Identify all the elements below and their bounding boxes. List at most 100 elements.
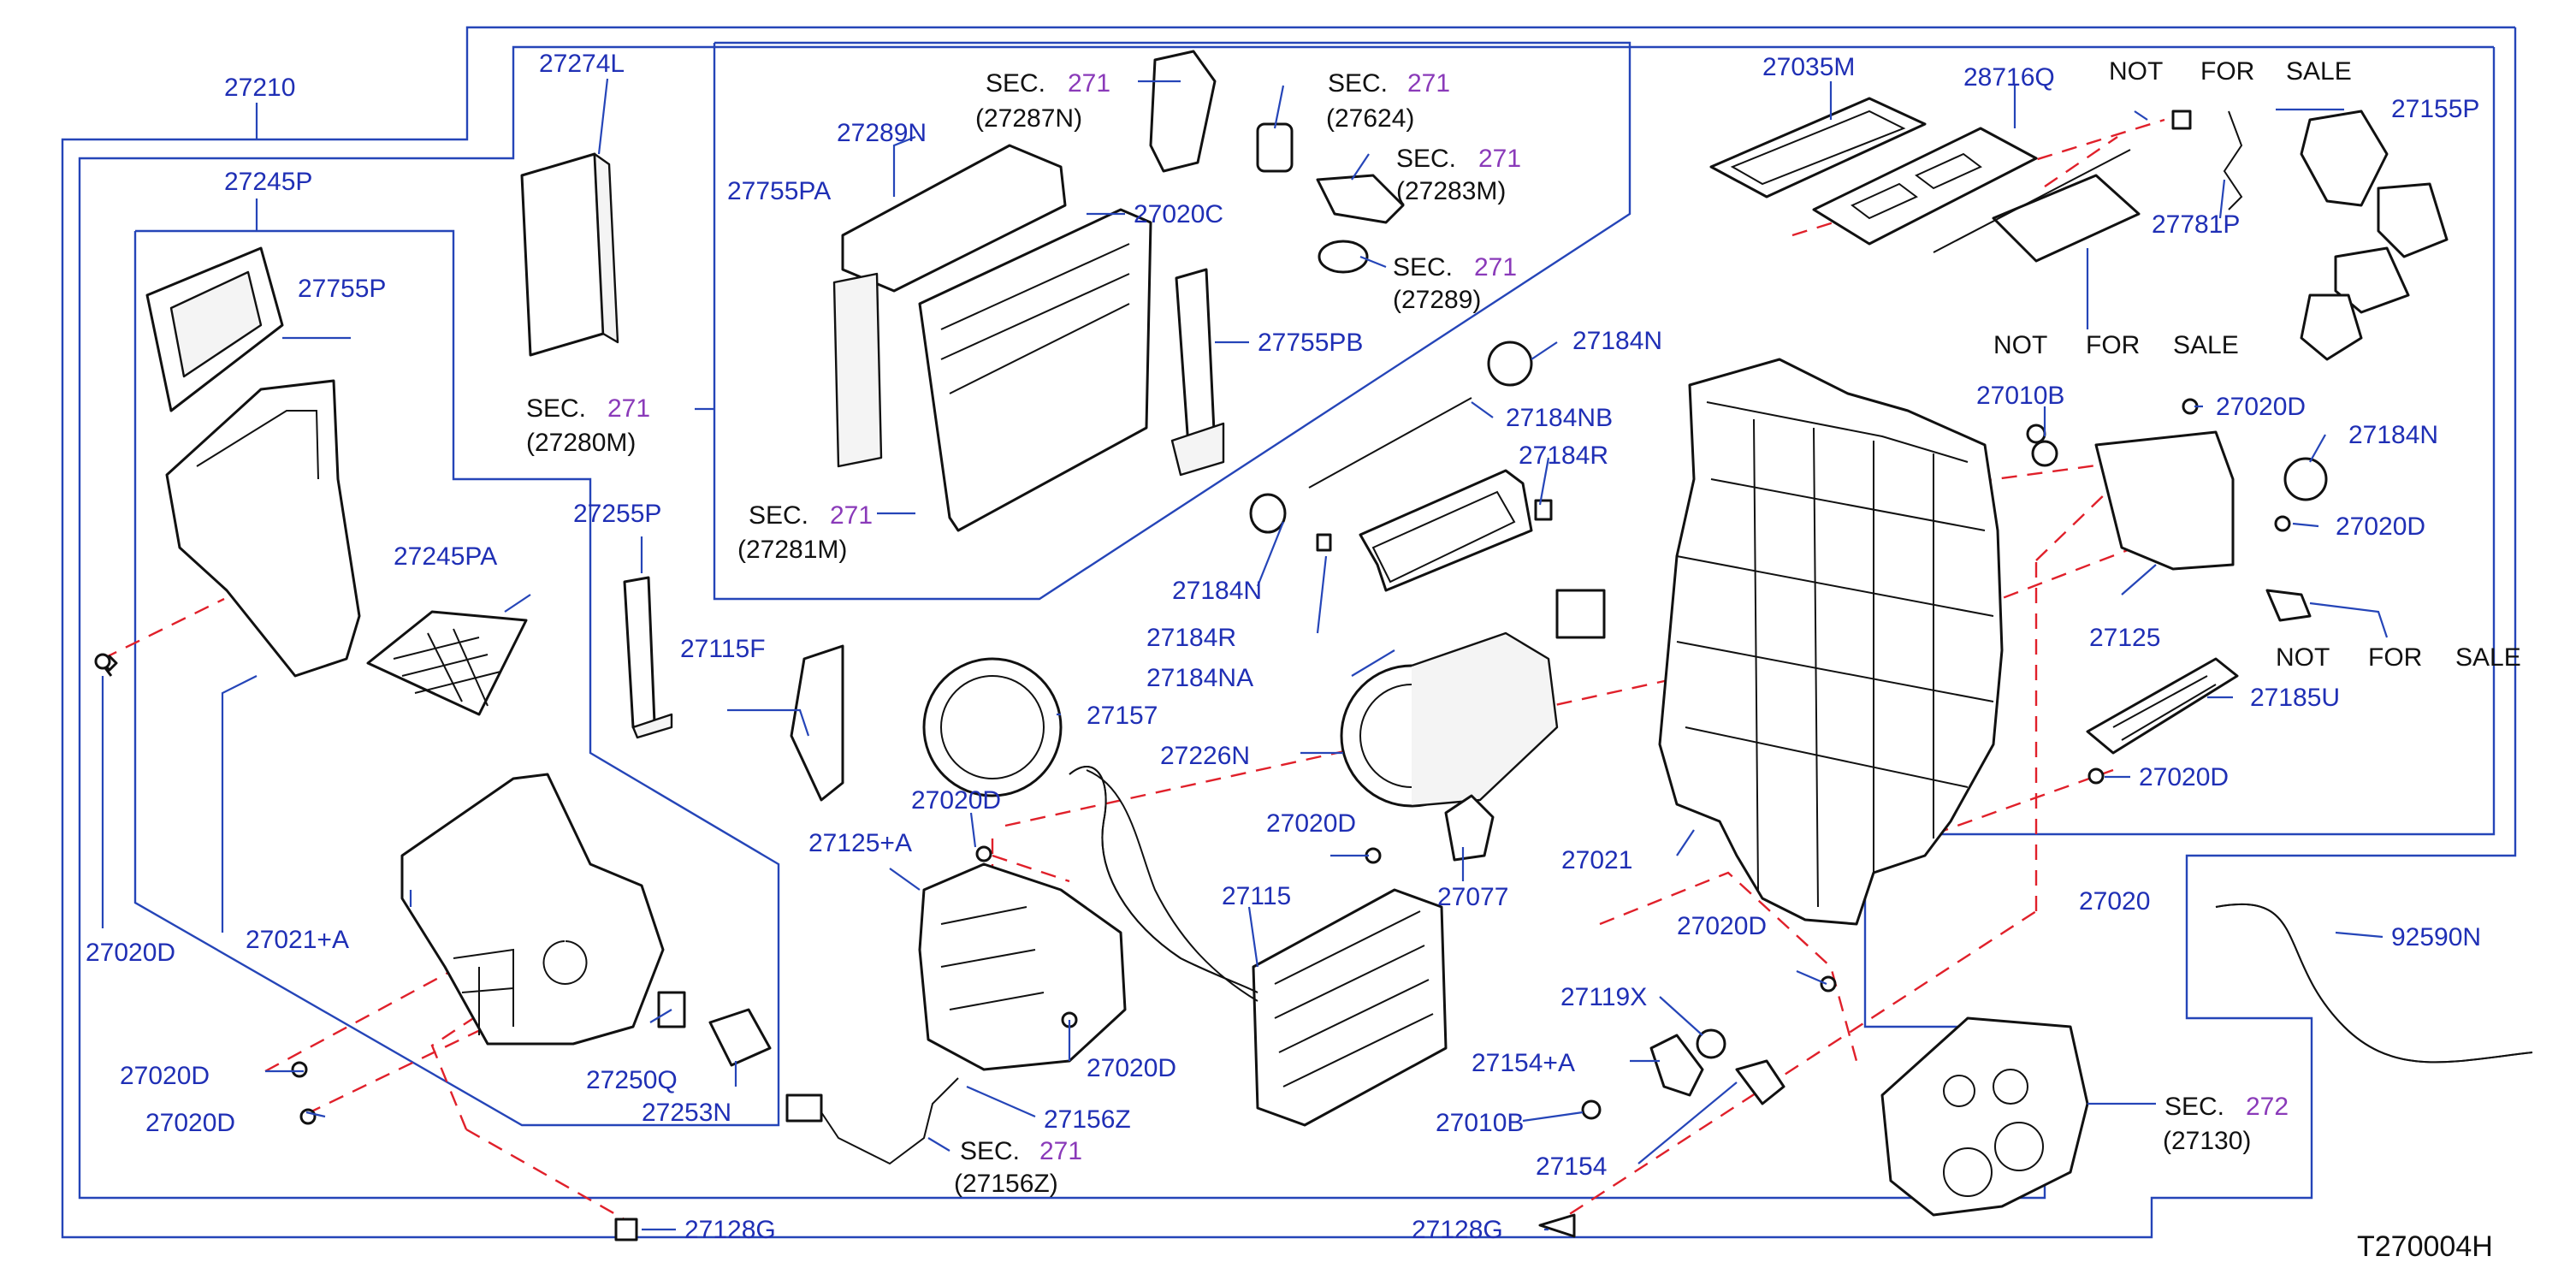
label-92590N: 92590N — [2391, 923, 2481, 951]
label-27154A: 27154+A — [1472, 1049, 1575, 1077]
label-27128G-left: 27128G — [684, 1216, 776, 1244]
nfs-right-word-2: FOR — [2368, 643, 2422, 672]
section-references: SEC. 271 (27287N) SEC. 271 (27624) SEC. … — [526, 69, 2289, 1198]
label-27020D-mid: 27020D — [911, 786, 1001, 815]
not-for-sale-top: NOT FOR SALE — [2109, 57, 2352, 86]
label-27020D-r3: 27020D — [2139, 763, 2229, 791]
sec-number: 271 — [1407, 69, 1450, 98]
label-27020D-mid2: 27020D — [1087, 1054, 1176, 1082]
sec-ref-27280M: SEC. 271 (27280M) — [526, 394, 650, 457]
label-27035M: 27035M — [1762, 53, 1855, 81]
label-27184NB: 27184NB — [1506, 404, 1613, 432]
sec-ref-27287N: SEC. 271 (27287N) — [975, 69, 1110, 133]
sec-label: SEC. — [1396, 145, 1456, 173]
label-27755P: 27755P — [298, 275, 386, 303]
part-illustrations — [94, 50, 2533, 1241]
sec-number: 272 — [2246, 1093, 2289, 1121]
label-27781P: 27781P — [2152, 210, 2240, 239]
label-27156Z: 27156Z — [1044, 1105, 1131, 1134]
label-27185U: 27185U — [2250, 684, 2340, 712]
sec-number: 271 — [1474, 253, 1517, 281]
sec-label: SEC. — [1393, 253, 1453, 281]
sec-ref-27130: SEC. 272 (27130) — [2163, 1093, 2289, 1155]
label-27020D-l1: 27020D — [120, 1062, 210, 1090]
nfs-mid-word-1: NOT — [1993, 331, 2047, 359]
label-27245PA: 27245PA — [394, 542, 497, 571]
not-for-sale-right: NOT FOR SALE — [2276, 643, 2521, 672]
label-27245P: 27245P — [224, 168, 312, 196]
label-27020D-left: 27020D — [86, 939, 175, 967]
sec-ref-27281M: SEC. 271 (27281M) — [737, 501, 873, 564]
label-27021A: 27021+A — [246, 926, 349, 954]
label-27755PB: 27755PB — [1258, 329, 1363, 357]
label-27289N: 27289N — [837, 119, 927, 147]
outer-boundary — [61, 26, 2517, 1239]
label-27154: 27154 — [1536, 1153, 1607, 1181]
part-labels: 27210 27274L 27245P 27755P 27245PA 27255… — [86, 50, 2481, 1244]
sec-ref-code: (27287N) — [975, 104, 1082, 133]
label-27128G-right: 27128G — [1412, 1216, 1503, 1244]
label-27184R-top: 27184R — [1519, 441, 1608, 470]
nfs-right-word-1: NOT — [2276, 643, 2330, 672]
sec-number: 271 — [607, 394, 650, 423]
sec-label: SEC. — [749, 501, 808, 530]
nfs-top-word-1: NOT — [2109, 57, 2163, 86]
label-27010B-low: 27010B — [1436, 1109, 1524, 1137]
label-27184N-right: 27184N — [2348, 421, 2438, 449]
label-27115: 27115 — [1222, 882, 1291, 910]
label-27155P: 27155P — [2391, 95, 2479, 123]
sec-label: SEC. — [526, 394, 586, 423]
nfs-mid-word-3: SALE — [2173, 331, 2239, 359]
diagram-code: T270004H — [2357, 1230, 2493, 1263]
label-27184N-top: 27184N — [1572, 327, 1662, 355]
sec-label: SEC. — [1328, 69, 1388, 98]
label-27125A: 27125+A — [808, 829, 912, 857]
label-27274L: 27274L — [539, 50, 625, 78]
label-27010B-top: 27010B — [1976, 382, 2064, 410]
label-28716Q: 28716Q — [1963, 63, 2055, 92]
sec-number: 271 — [1039, 1137, 1082, 1165]
label-27157: 27157 — [1087, 702, 1158, 730]
label-27255P: 27255P — [573, 500, 661, 528]
label-27210: 27210 — [224, 74, 295, 102]
not-for-sale-mid: NOT FOR SALE — [1993, 331, 2239, 359]
sec-ref-27156Z: SEC. 271 (27156Z) — [954, 1137, 1082, 1198]
sec-ref-code: (27281M) — [737, 536, 847, 564]
label-27020D-r1: 27020D — [2216, 393, 2306, 421]
label-27077: 27077 — [1437, 883, 1508, 911]
label-27021: 27021 — [1561, 846, 1632, 874]
sec-label: SEC. — [960, 1137, 1020, 1165]
nfs-mid-word-2: FOR — [2086, 331, 2140, 359]
sec-ref-code: (27624) — [1326, 104, 1414, 133]
label-27020: 27020 — [2079, 887, 2150, 916]
label-27115F: 27115F — [680, 635, 766, 663]
label-27250Q: 27250Q — [586, 1066, 678, 1094]
label-27020D-r2: 27020D — [2336, 513, 2425, 541]
nfs-right-word-3: SALE — [2455, 643, 2521, 672]
label-27253N: 27253N — [642, 1099, 731, 1127]
label-27125: 27125 — [2089, 624, 2160, 652]
label-27755PA: 27755PA — [727, 177, 831, 205]
sec-label: SEC. — [986, 69, 1045, 98]
label-27226N: 27226N — [1160, 742, 1250, 770]
sec-ref-code: (27283M) — [1396, 177, 1506, 205]
label-27020D-l2: 27020D — [145, 1109, 235, 1137]
sec-number: 271 — [830, 501, 873, 530]
nfs-top-word-2: FOR — [2200, 57, 2254, 86]
label-27020C: 27020C — [1134, 200, 1223, 228]
nfs-top-word-3: SALE — [2286, 57, 2352, 86]
label-27020D-center: 27020D — [1266, 809, 1356, 838]
sec-ref-code: (27289) — [1393, 286, 1481, 314]
sec-ref-code: (27280M) — [526, 429, 636, 457]
leader-lines — [101, 78, 2389, 1231]
label-27020D-center2: 27020D — [1677, 912, 1767, 940]
label-27119X: 27119X — [1560, 983, 1647, 1011]
label-27184R-mid: 27184R — [1146, 624, 1236, 652]
sec-ref-27624: SEC. 271 (27624) — [1326, 69, 1450, 133]
sec-label: SEC. — [2164, 1093, 2224, 1121]
label-27184N-mid: 27184N — [1172, 577, 1262, 605]
sec-ref-27289: SEC. 271 (27289) — [1393, 253, 1517, 314]
not-for-sale-labels: NOT FOR SALE NOT FOR SALE NOT FOR SALE — [1993, 57, 2521, 672]
